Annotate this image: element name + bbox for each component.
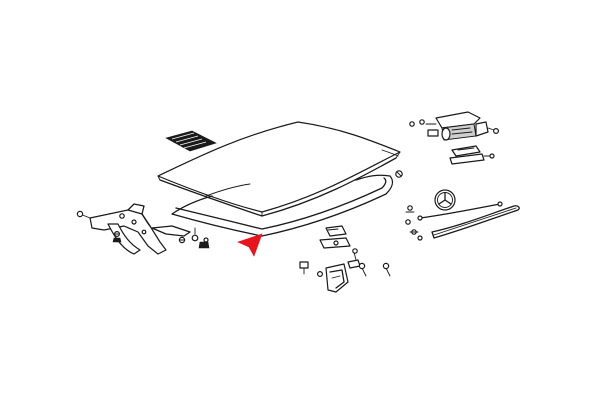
- support-strut: [417, 201, 520, 239]
- strut-fasteners: [405, 205, 423, 241]
- lid-vent-grille: [165, 130, 217, 152]
- trunk-lid: [157, 121, 401, 217]
- seal-fastener: [395, 170, 403, 178]
- pointer-arrow: [237, 233, 263, 257]
- hinge-fasteners: [112, 227, 210, 249]
- star-emblem: [434, 189, 456, 211]
- lid-seal: [171, 174, 394, 237]
- latch-assembly: [299, 248, 391, 293]
- striker-plate: [319, 225, 351, 249]
- actuator-bracket: [449, 145, 495, 165]
- lock-actuator: [409, 111, 500, 141]
- left-hinge: [76, 203, 191, 255]
